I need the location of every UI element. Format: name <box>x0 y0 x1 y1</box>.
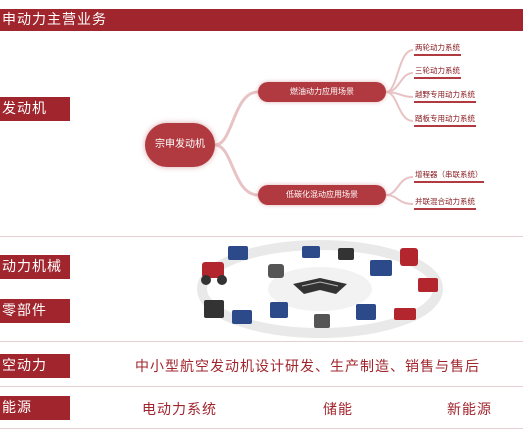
row-label-engine: 发动机 <box>0 97 70 121</box>
mindmap-branch-fuel: 燃油动力应用场景 <box>258 82 386 102</box>
section-header: 申动力主营业务 <box>0 9 523 31</box>
mindmap-branch-hybrid: 低碳化混动应用场景 <box>258 185 386 205</box>
newenergy-item: 新能源 <box>447 402 492 418</box>
row-label-parts: 零部件 <box>0 299 70 323</box>
row-label-newenergy: 能源 <box>0 396 70 420</box>
engine-mindmap: 宗申发动机 燃油动力应用场景 低碳化混动应用场景 两轮动力系统 三轮动力系统 越… <box>108 40 520 230</box>
mindmap-leaf: 踏板专用动力系统 <box>414 113 476 127</box>
product-ring-image <box>197 240 443 338</box>
row-divider <box>0 428 523 429</box>
aviation-description: 中小型航空发动机设计研发、生产制造、销售与售后 <box>135 359 480 375</box>
mindmap-connectors <box>214 49 414 205</box>
section-title: 申动力主营业务 <box>2 12 107 28</box>
mindmap-center-node: 宗申发动机 <box>145 123 215 167</box>
mindmap-leaf: 并联混合动力系统 <box>414 196 476 210</box>
mindmap-leaf: 越野专用动力系统 <box>414 89 476 103</box>
mindmap-leaf: 增程器（串联系统） <box>414 169 484 183</box>
row-label-aviation: 空动力 <box>0 354 70 378</box>
power-machinery-products <box>190 234 450 339</box>
row-divider <box>0 236 523 237</box>
mindmap-leaf: 三轮动力系统 <box>414 65 461 79</box>
newenergy-item: 电动力系统 <box>142 402 217 418</box>
newenergy-item: 储能 <box>323 402 353 418</box>
row-divider <box>0 386 523 387</box>
mindmap-leaf: 两轮动力系统 <box>414 42 461 56</box>
row-divider <box>0 341 523 342</box>
row-label-machinery: 动力机械 <box>0 255 70 279</box>
